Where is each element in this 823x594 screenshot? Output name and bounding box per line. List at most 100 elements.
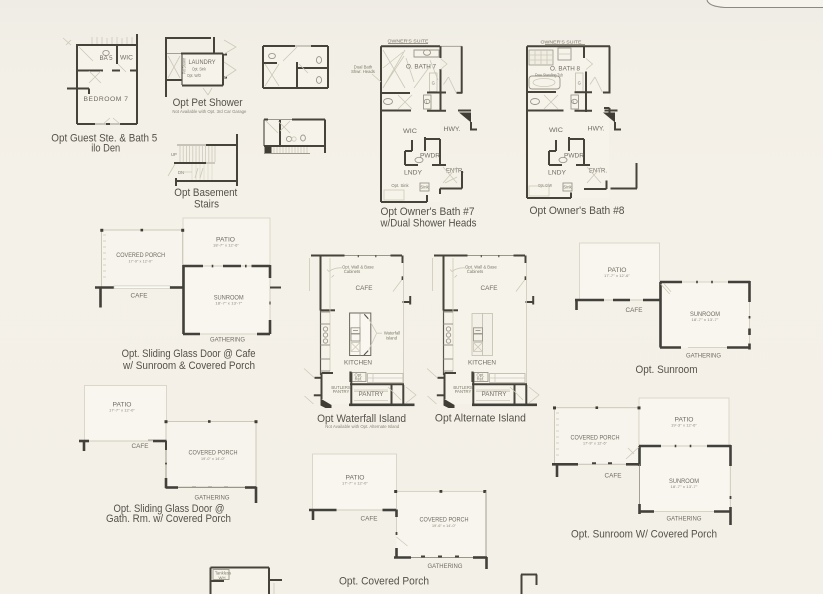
svg-text:Opt. Sliding Glass Door @ Cafe: Opt. Sliding Glass Door @ Cafe (122, 348, 256, 360)
svg-text:PANTRY: PANTRY (333, 389, 350, 394)
svg-text:18'-7" x 13'-7": 18'-7" x 13'-7" (215, 300, 243, 305)
svg-text:Ref.: Ref. (355, 377, 363, 382)
svg-text:Opt. Sunroom W/ Covered Porch: Opt. Sunroom W/ Covered Porch (571, 528, 717, 540)
svg-text:PATIO: PATIO (608, 268, 627, 274)
svg-text:Cabinets: Cabinets (344, 269, 361, 274)
svg-text:L.: L. (573, 100, 577, 105)
svg-text:Pet Shower: Pet Shower (182, 58, 187, 74)
svg-text:GATHERING: GATHERING (195, 496, 230, 502)
svg-text:Island: Island (386, 335, 398, 340)
svg-text:OWNER'S SUITE: OWNER'S SUITE (541, 40, 582, 45)
svg-text:Ref.: Ref. (477, 377, 485, 382)
svg-text:w/ Sunroom & Covered Porch: w/ Sunroom & Covered Porch (122, 360, 255, 372)
svg-text:18'-7" x 12'-6": 18'-7" x 12'-6" (213, 243, 240, 248)
svg-text:19'-0" x 14'-0": 19'-0" x 14'-0" (201, 456, 225, 461)
svg-text:17'-9" x 12'-6": 17'-9" x 12'-6" (583, 441, 607, 446)
svg-text:Dual Bath: Dual Bath (354, 65, 373, 70)
svg-text:COVERED PORCH: COVERED PORCH (189, 451, 238, 457)
svg-text:Opt. W/D: Opt. W/D (187, 73, 201, 78)
svg-text:19'-6" x 14'-0": 19'-6" x 14'-0" (432, 523, 456, 528)
svg-text:COVERED PORCH: COVERED PORCH (420, 518, 469, 524)
svg-text:Opt. Sunroom: Opt. Sunroom (636, 364, 698, 376)
svg-text:Opt Pet Shower: Opt Pet Shower (173, 97, 243, 109)
svg-text:HWY.: HWY. (444, 127, 461, 133)
svg-text:PATIO: PATIO (675, 418, 694, 424)
svg-text:CAFE: CAFE (131, 294, 148, 300)
svg-text:G: G (432, 81, 435, 86)
svg-text:PWDR: PWDR (420, 154, 441, 160)
svg-text:COVERED PORCH: COVERED PORCH (116, 253, 165, 259)
svg-text:Tankless: Tankless (215, 571, 231, 576)
svg-text:ENTR.: ENTR. (589, 169, 607, 175)
svg-text:Sink: Sink (563, 185, 572, 190)
svg-text:Opt. Sink: Opt. Sink (391, 183, 409, 188)
svg-text:Cabinets: Cabinets (467, 269, 484, 274)
svg-text:Opt.: Opt. (477, 373, 485, 378)
svg-text:Gath. Rm. w/ Covered Porch: Gath. Rm. w/ Covered Porch (106, 513, 231, 525)
svg-text:PATIO: PATIO (346, 476, 365, 482)
svg-text:Not Available with Opt. 3rd Ca: Not Available with Opt. 3rd Car Garage (172, 109, 246, 114)
svg-text:Opt. Sliding Glass Door @: Opt. Sliding Glass Door @ (114, 503, 225, 515)
svg-text:Opt. Covered Porch: Opt. Covered Porch (339, 576, 429, 588)
svg-text:Opt Alternate Island: Opt Alternate Island (435, 413, 526, 425)
svg-text:O. BATH 8: O. BATH 8 (550, 67, 581, 73)
svg-text:KITCHEN: KITCHEN (468, 361, 496, 367)
svg-text:SUNROOM: SUNROOM (690, 312, 720, 318)
svg-text:Stairs: Stairs (194, 198, 219, 210)
svg-text:17'-7" x 12'-6": 17'-7" x 12'-6" (604, 273, 631, 278)
svg-text:Waterfall: Waterfall (384, 331, 400, 336)
svg-text:GATHERING: GATHERING (686, 354, 721, 360)
svg-text:OWNER'S SUITE: OWNER'S SUITE (388, 39, 429, 44)
svg-text:Opt. Wall & Base: Opt. Wall & Base (465, 265, 497, 270)
svg-text:Opt Owner's Bath #8: Opt Owner's Bath #8 (530, 205, 625, 217)
svg-text:Not Available with Opt. Altern: Not Available with Opt. Alternate Island (325, 424, 399, 429)
svg-text:18'-7" x 13'-7": 18'-7" x 13'-7" (692, 317, 720, 322)
svg-text:HWY.: HWY. (588, 127, 605, 133)
svg-text:PANTRY: PANTRY (359, 392, 384, 398)
svg-text:17'-9" x 12'-0": 17'-9" x 12'-0" (129, 259, 153, 264)
svg-text:ENTR.: ENTR. (446, 169, 464, 175)
svg-text:Opt. Wall & Base: Opt. Wall & Base (342, 265, 374, 270)
svg-text:KITCHEN: KITCHEN (344, 361, 372, 367)
svg-text:Opt. Sink: Opt. Sink (192, 67, 207, 72)
svg-text:ilo Den: ilo Den (91, 142, 120, 154)
svg-text:CAFE: CAFE (481, 286, 498, 292)
svg-text:17'-7" x 12'-0": 17'-7" x 12'-0" (342, 481, 369, 486)
svg-text:PWDR: PWDR (564, 154, 585, 160)
svg-text:w/Dual Shower Heads: w/Dual Shower Heads (380, 218, 477, 230)
svg-text:BA 5: BA 5 (100, 56, 114, 62)
svg-text:CAFE: CAFE (605, 474, 622, 480)
svg-text:SUNROOM: SUNROOM (669, 479, 699, 485)
svg-text:Opt.: Opt. (355, 373, 363, 378)
svg-text:17'-7" x 12'-0": 17'-7" x 12'-0" (109, 408, 136, 413)
svg-text:BUTLERS: BUTLERS (331, 385, 351, 390)
svg-text:PATIO: PATIO (113, 403, 132, 409)
svg-text:Sink: Sink (420, 185, 429, 190)
svg-text:WH: WH (219, 576, 226, 581)
svg-text:19'-3" x 12'-6": 19'-3" x 12'-6" (671, 423, 698, 428)
svg-text:DN: DN (178, 170, 184, 175)
svg-text:WIC: WIC (549, 128, 564, 134)
svg-text:L.: L. (426, 100, 430, 105)
svg-text:Opt Basement: Opt Basement (174, 187, 237, 199)
svg-text:GATHERING: GATHERING (667, 517, 702, 523)
svg-text:GATHERING: GATHERING (210, 338, 245, 344)
svg-text:BEDROOM 7: BEDROOM 7 (84, 96, 129, 103)
svg-text:SUNROOM: SUNROOM (214, 296, 244, 302)
svg-text:WIC: WIC (120, 56, 134, 62)
svg-text:Free Standing Tub: Free Standing Tub (535, 73, 564, 78)
svg-text:WIC: WIC (403, 129, 418, 135)
svg-text:CAFE: CAFE (132, 444, 149, 450)
svg-text:GATHERING: GATHERING (428, 564, 463, 570)
svg-text:Opt Guest Ste. & Bath 5: Opt Guest Ste. & Bath 5 (51, 133, 157, 145)
svg-text:O. BATH 7: O. BATH 7 (406, 65, 437, 71)
svg-text:Shwr. Heads: Shwr. Heads (351, 69, 375, 74)
svg-text:PATIO: PATIO (216, 238, 235, 244)
svg-text:BUTLERS: BUTLERS (453, 385, 473, 390)
svg-text:UP: UP (171, 152, 177, 157)
svg-text:Opt Waterfall Island: Opt Waterfall Island (317, 413, 406, 425)
svg-text:G: G (578, 81, 581, 86)
svg-text:LNDY: LNDY (548, 171, 566, 177)
svg-text:COVERED PORCH: COVERED PORCH (571, 436, 620, 442)
svg-text:CAFE: CAFE (356, 286, 373, 292)
